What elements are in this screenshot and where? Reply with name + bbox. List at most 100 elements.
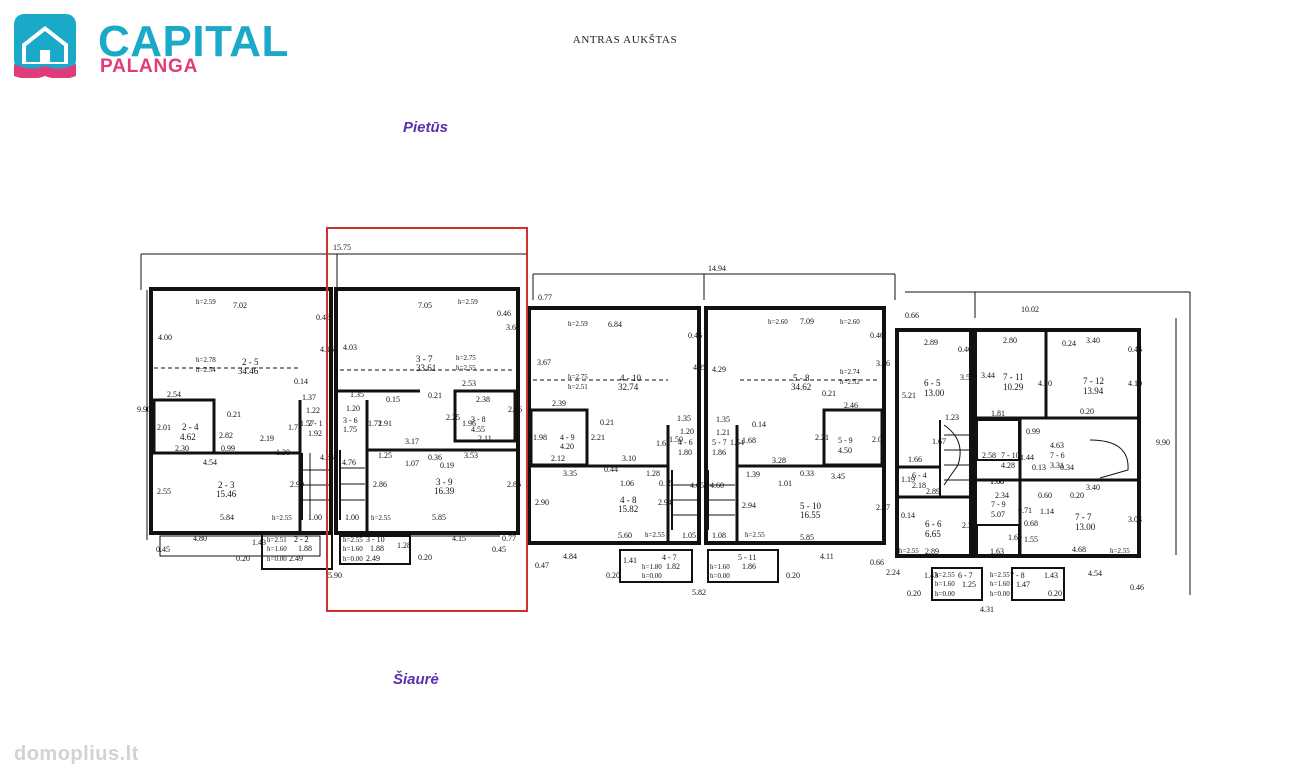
- dimension: 2.30: [962, 521, 976, 530]
- room-code: 3 - 7: [416, 354, 433, 364]
- dimension: 2.24: [886, 568, 900, 577]
- dimension: 2.94: [658, 498, 672, 507]
- dimension: 2.86: [373, 480, 387, 489]
- dimension: 0.20: [786, 571, 800, 580]
- dimension: 0.66: [905, 311, 919, 320]
- dimension: 6.84: [608, 320, 622, 329]
- dimension: 0.20: [907, 589, 921, 598]
- dimension: 0.66: [870, 558, 884, 567]
- apartment-3-labels: 3 - 7 33.61 3 - 8 4.55 3 - 6 1.75 3 - 9 …: [342, 298, 522, 563]
- dimension: 0.20: [418, 553, 432, 562]
- dimension: 0.21: [600, 418, 614, 427]
- dimension: 2.19: [260, 434, 274, 443]
- overall-dimension: 14.94: [708, 264, 726, 273]
- dimension: 2.11: [478, 434, 492, 443]
- dimension: 0.71: [1018, 506, 1032, 515]
- dimension: 1.72: [368, 419, 382, 428]
- dimension: 2.30: [175, 444, 189, 453]
- dimension: h=2.55: [272, 514, 292, 522]
- dimension: 0.21: [822, 389, 836, 398]
- room-area: 13.94: [1083, 386, 1104, 396]
- dimension: h=2.75: [456, 354, 476, 362]
- dimension: h=2.75: [568, 373, 588, 381]
- dimension: h=2.59: [568, 320, 588, 328]
- dimension: 2.00: [872, 435, 886, 444]
- dimension: 2.49: [366, 554, 380, 563]
- room-area: 5.07: [991, 510, 1005, 519]
- dimension: 2.89: [925, 547, 939, 556]
- apartment-7-walls: [973, 328, 1141, 601]
- dimension: 2.54: [167, 390, 181, 399]
- room-code: 6 - 5: [924, 378, 941, 388]
- dimension: 4.03: [343, 343, 357, 352]
- overall-dimension: 9.90: [1156, 438, 1170, 447]
- dimension: 1.35: [716, 415, 730, 424]
- dimension: h=0.00: [343, 555, 363, 563]
- dimension: 2.01: [157, 423, 171, 432]
- room-code: 2 - 4: [182, 422, 199, 432]
- dimension: 2.25: [446, 413, 460, 422]
- room-code: 4 - 10: [620, 373, 641, 383]
- room-code: 2 - 2: [294, 535, 309, 544]
- south-direction-label: Pietūs: [403, 119, 449, 136]
- overall-dimension: 10.02: [1021, 305, 1039, 314]
- dimension: 1.01: [778, 479, 792, 488]
- room-area: 1.88: [370, 544, 384, 553]
- room-area: 1.80: [678, 448, 692, 457]
- dimension: h=0.00: [990, 590, 1010, 598]
- dimension: 1.96: [462, 419, 476, 428]
- apartment-7-labels: 7 - 11 10.29 7 - 12 13.94 7 - 10 4.28 7 …: [981, 336, 1144, 598]
- dimension: h=2.60: [768, 318, 788, 326]
- dimension: 1.54: [730, 438, 744, 447]
- dimension: 0.45: [156, 545, 170, 554]
- dimension: 4.10: [1128, 379, 1142, 388]
- dimension: 2.53: [462, 379, 476, 388]
- dimension: 4.80: [193, 534, 207, 543]
- dimension: 0.45: [492, 545, 506, 554]
- apartment-6-labels: 6 - 5 13.00 6 - 4 2.18 6 - 6 6.65 6 - 7 …: [886, 311, 976, 598]
- dimension: 0.99: [1026, 427, 1040, 436]
- dimension: 2.90: [535, 498, 549, 507]
- room-area: 1.86: [742, 562, 756, 571]
- dimension: h=0.00: [935, 590, 955, 598]
- overall-dimension: 5.90: [328, 571, 342, 580]
- room-code: 5 - 11: [738, 553, 756, 562]
- dimension: h=2.51: [568, 383, 588, 391]
- dimension: 1.68: [990, 477, 1004, 486]
- dimension: 3.35: [563, 469, 577, 478]
- dimension: 4.00: [158, 333, 172, 342]
- dimension: 0.15: [386, 395, 400, 404]
- dimension: 0.99: [221, 444, 235, 453]
- room-area: 13.00: [1075, 522, 1096, 532]
- dimension: 4.29: [712, 365, 726, 374]
- dimension: 2.89: [926, 487, 940, 496]
- floor-title: ANTRAS AUKŠTAS: [572, 34, 678, 46]
- dimension: 0.20: [1070, 491, 1084, 500]
- dimension: 4.54: [203, 458, 217, 467]
- dimension: 1.25: [378, 451, 392, 460]
- dimension: 0.46: [958, 345, 972, 354]
- dimension: 1.57: [300, 419, 314, 428]
- room-code: 7 - 11: [1003, 372, 1024, 382]
- room-area: 15.82: [618, 504, 638, 514]
- dimension: 3.40: [1086, 483, 1100, 492]
- room-code: 5 - 10: [800, 501, 821, 511]
- dimension: h=1.60: [990, 580, 1010, 588]
- room-code: 2 - 5: [242, 357, 259, 367]
- dimension: 1.19: [901, 475, 915, 484]
- dimension: h=2.74: [840, 368, 860, 376]
- dimension: 1.98: [533, 433, 547, 442]
- dimension: 1.44: [1020, 453, 1034, 462]
- dimension: 0.68: [1024, 519, 1038, 528]
- dimension: 0.20: [606, 571, 620, 580]
- apartment-6-walls: [895, 328, 983, 601]
- brand-name: CAPITAL: [98, 17, 289, 66]
- dimension: 1.81: [991, 409, 1005, 418]
- dimension: 4.25: [693, 363, 707, 372]
- apartment-3-walls: [334, 287, 520, 565]
- room-code: 5 - 9: [838, 436, 853, 445]
- dimension: h=2.59: [458, 298, 478, 306]
- overall-dimension: 15.75: [333, 243, 351, 252]
- watermark: domoplius.lt: [14, 743, 139, 765]
